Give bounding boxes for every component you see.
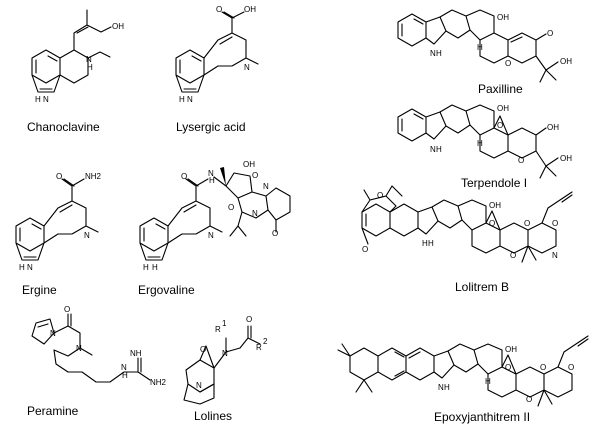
atom-label: H	[477, 139, 483, 148]
atom-label: O	[547, 29, 553, 38]
atom-label: H	[209, 176, 215, 185]
compound-name-epoxyjanthitrem-ii: Epoxyjanthitrem II	[434, 410, 530, 424]
atom-label: H	[19, 263, 25, 272]
compound-peramine: O N N N H NH NH2 Peramine	[27, 305, 167, 418]
atom-label: O	[505, 363, 511, 372]
atom-label: O	[200, 345, 206, 354]
atom-label: O	[540, 363, 546, 372]
compound-lysergic-acid: O OH N N H Lysergic acid	[175, 5, 259, 134]
atom-label: H	[444, 383, 450, 392]
atom-label: H	[87, 63, 93, 72]
atom-label: O	[216, 5, 222, 14]
atom-label: O	[510, 251, 516, 260]
atom-label: N	[208, 231, 214, 240]
atom-label: N	[43, 95, 49, 104]
atom-label: O	[526, 395, 532, 404]
compound-paxilline: OH O O OH N H H Paxilline	[397, 9, 572, 96]
atom-label: O	[64, 305, 70, 314]
atom-label: O	[568, 363, 574, 372]
atom-label: N	[76, 344, 82, 353]
atom-label: H	[122, 371, 128, 380]
atom-label: N	[86, 55, 92, 64]
atom-label: H	[477, 43, 483, 52]
compound-ergovaline: O N H OH O N O N O N H H Ergovaline	[138, 160, 291, 297]
atom-label: O	[377, 191, 383, 200]
compound-ergine: O NH2 N N H Ergine	[15, 172, 102, 297]
atom-label: H	[143, 263, 149, 272]
atom-label: OH	[560, 57, 572, 66]
atom-label: NH	[130, 349, 142, 358]
atom-label: H	[422, 239, 428, 248]
atom-label: O	[181, 172, 187, 181]
atom-label: R	[215, 325, 221, 334]
compound-name-ergovaline: Ergovaline	[138, 283, 195, 297]
atom-label: N	[50, 329, 56, 338]
compound-name-paxilline: Paxilline	[478, 82, 523, 96]
atom-label: N	[196, 381, 202, 390]
compound-name-chanoclavine: Chanoclavine	[27, 120, 100, 134]
atom-label: O	[497, 121, 503, 130]
atom-label: O	[505, 59, 511, 68]
atom-label: OH	[243, 160, 255, 169]
atom-label: N	[252, 209, 258, 218]
atom-label: N	[430, 145, 436, 154]
atom-label: OH	[489, 201, 501, 210]
atom-label: H	[436, 49, 442, 58]
atom-label: O	[552, 219, 558, 228]
atom-label: H	[35, 95, 41, 104]
atom-label: OH	[497, 104, 509, 113]
compound-terpendole-i: OH O OH O OH N H H Terpendole I	[397, 104, 572, 190]
atom-label: 2	[263, 337, 268, 346]
atom-label: H	[485, 377, 491, 386]
atom-label: O	[362, 245, 368, 254]
atom-label: O	[272, 229, 278, 238]
atom-label: R	[256, 343, 262, 352]
compound-name-lolitrem-b: Lolitrem B	[455, 280, 509, 294]
compound-chanoclavine: OH N H N H Chanoclavine	[27, 9, 124, 134]
atom-label: O	[252, 171, 258, 180]
atom-label: H	[152, 263, 158, 272]
compound-name-lolines: Lolines	[194, 409, 232, 423]
atom-label: NH2	[85, 172, 102, 181]
compound-lolitrem-b: O O OH O O O O N H H Lolitrem B	[361, 185, 573, 294]
atom-label: OH	[244, 5, 256, 14]
atom-label: H	[179, 95, 185, 104]
atom-label: O	[56, 172, 62, 181]
atom-label: N	[263, 182, 269, 191]
atom-label: 1	[222, 319, 227, 328]
atom-label: OH	[112, 22, 124, 31]
compound-lolines: R 1 O N R 2 O N Lolines	[183, 315, 268, 423]
atom-label: N	[208, 169, 214, 178]
atom-label: O	[228, 203, 234, 212]
atom-label: N	[430, 49, 436, 58]
atom-label: NH2	[150, 378, 167, 387]
atom-label: OH	[560, 154, 572, 163]
atom-label: OH	[497, 13, 509, 22]
atom-label: O	[524, 219, 530, 228]
atom-label: OH	[547, 123, 559, 132]
atom-label: N	[552, 251, 558, 260]
atom-label: N	[244, 63, 250, 72]
atom-label: N	[84, 231, 90, 240]
atom-label: O	[518, 156, 524, 165]
atom-label: H	[428, 239, 434, 248]
atom-label: N	[187, 95, 193, 104]
atom-label: OH	[505, 345, 517, 354]
compound-epoxyjanthitrem-ii: OH O O O O N H H Epoxyjanthitrem II	[337, 335, 589, 424]
atom-label: N	[438, 383, 444, 392]
atom-label: N	[27, 263, 33, 272]
compound-name-terpendole-i: Terpendole I	[461, 176, 527, 190]
atom-label: O	[489, 219, 495, 228]
atom-label: O	[246, 315, 252, 324]
compound-name-peramine: Peramine	[27, 404, 79, 418]
compound-name-ergine: Ergine	[22, 283, 57, 297]
atom-label: H	[436, 145, 442, 154]
atom-label: N	[121, 363, 127, 372]
compound-name-lysergic-acid: Lysergic acid	[176, 120, 246, 134]
atom-label: N	[222, 349, 228, 358]
